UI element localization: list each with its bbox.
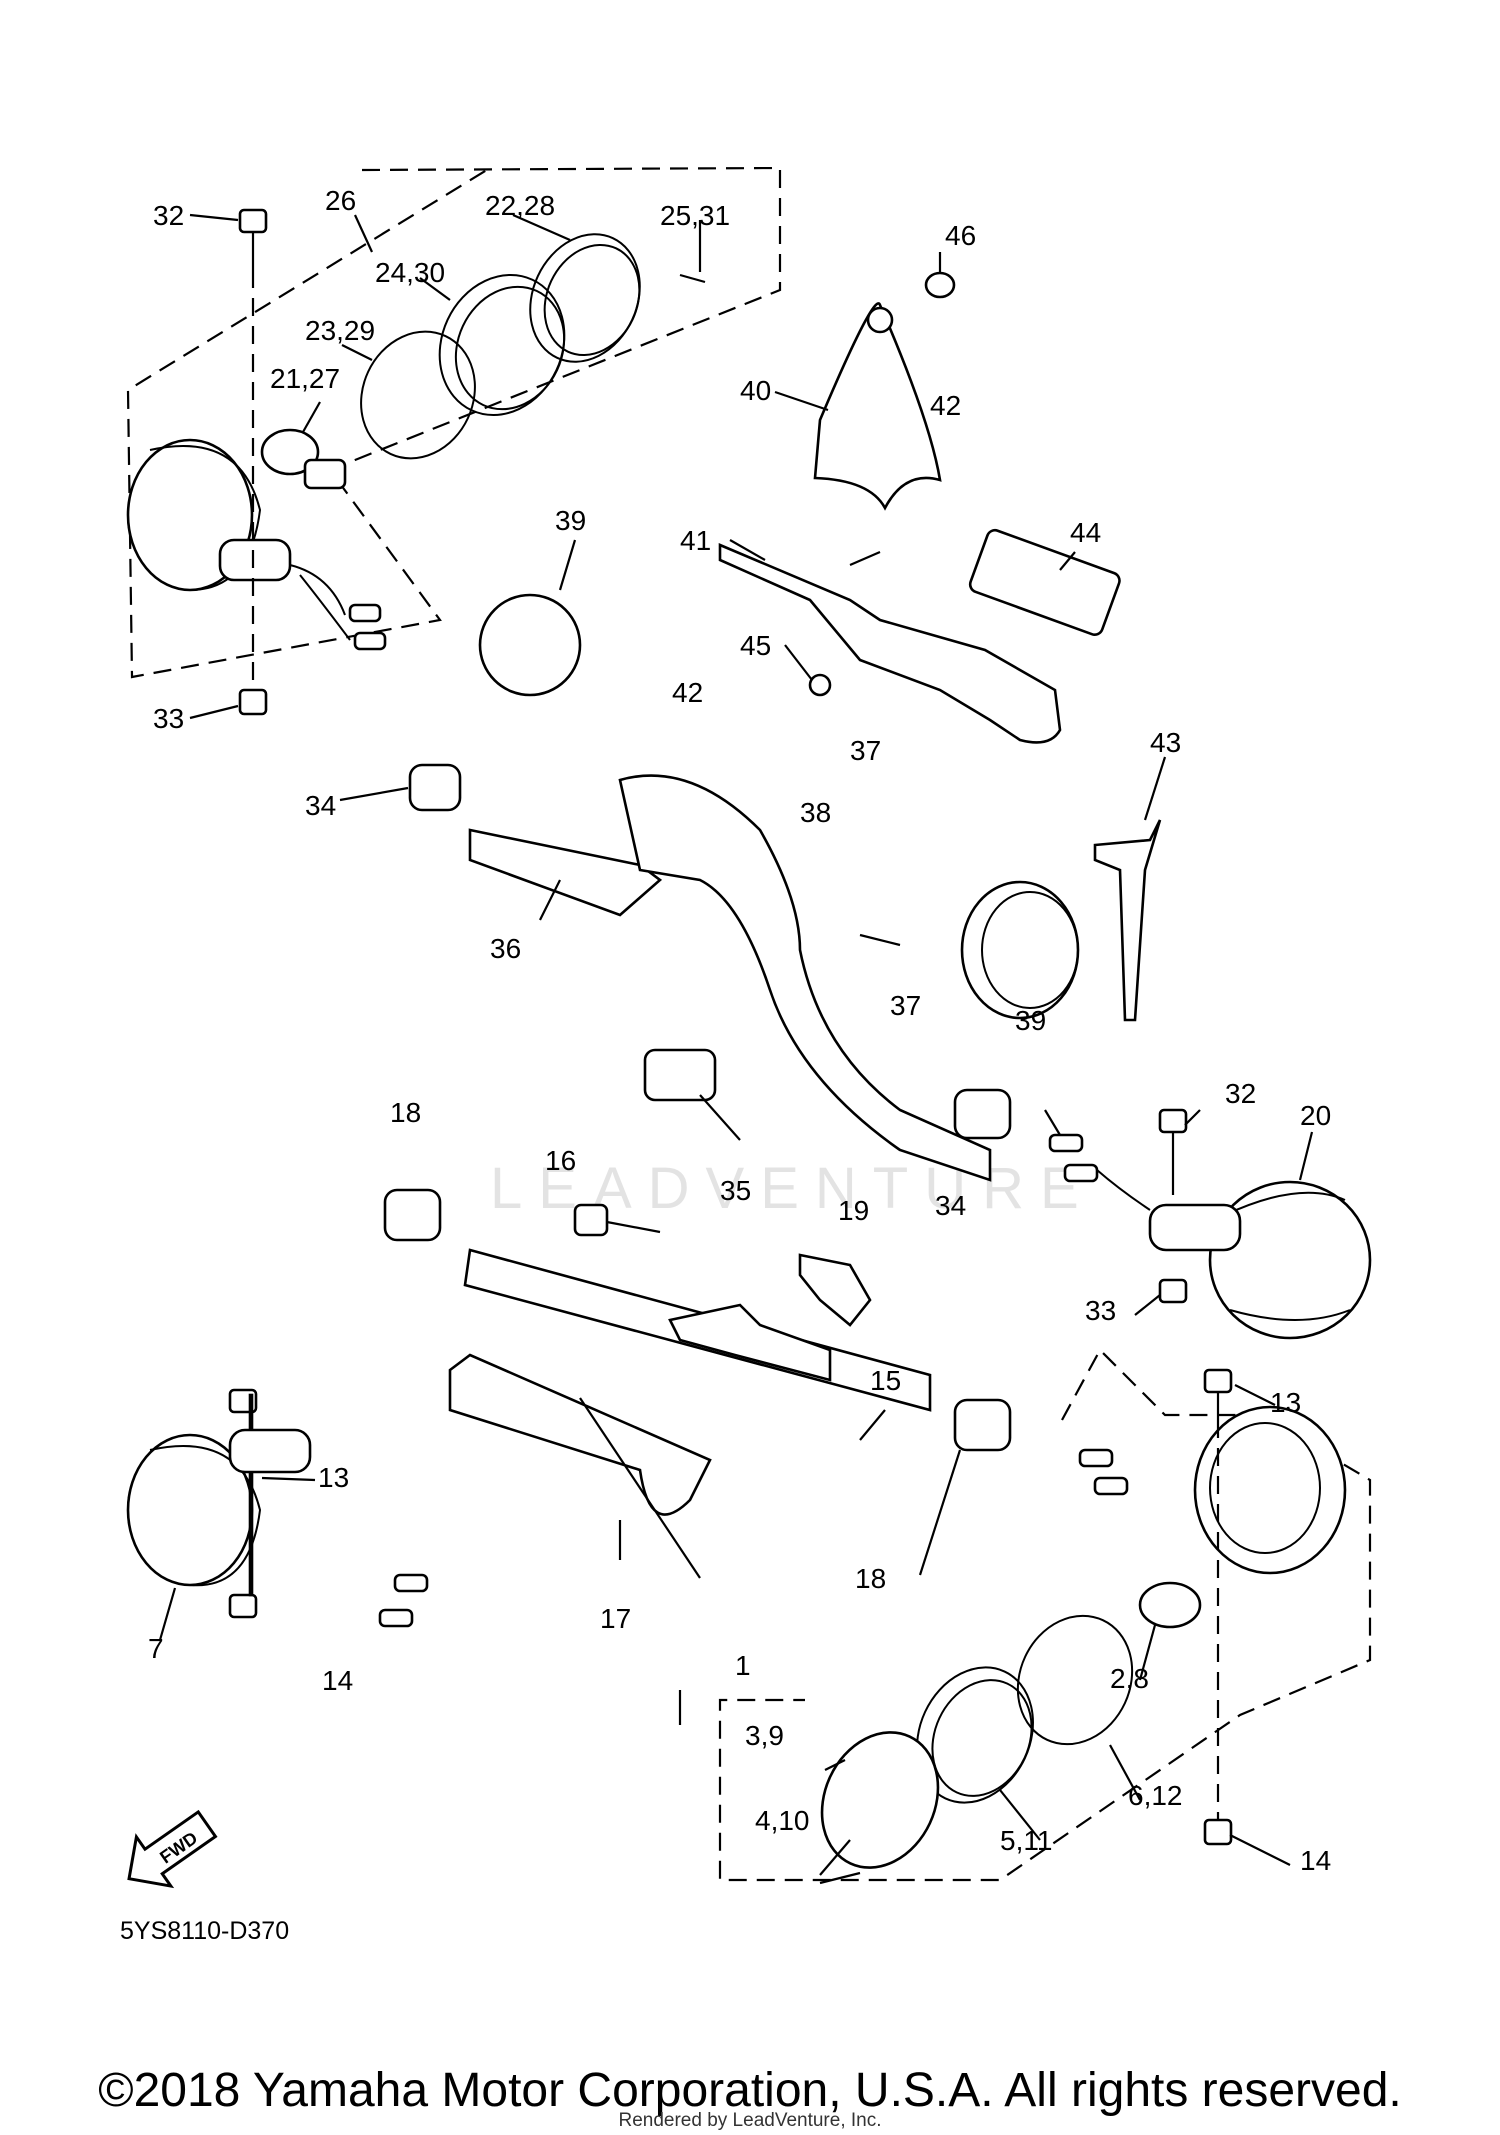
lamp-stem (218, 538, 292, 582)
callout-45: 45 (740, 630, 771, 661)
lamp-housing-right (1193, 1405, 1347, 1575)
cover-17 (448, 1353, 712, 1516)
callout-13: 13 (318, 1462, 349, 1493)
callout-42: 42 (672, 677, 703, 708)
callout-41: 41 (680, 525, 711, 556)
bolt-32-right (1158, 1108, 1188, 1134)
nut-33-right (1158, 1278, 1188, 1304)
callout-23-29: 23,29 (305, 315, 375, 346)
callout-19: 19 (838, 1195, 869, 1226)
rim-4-10 (1016, 1614, 1134, 1746)
callout-18: 18 (390, 1097, 421, 1128)
callout-5-11: 5,11 (1000, 1825, 1052, 1856)
callout-44: 44 (1070, 517, 1101, 548)
callout-37: 37 (890, 990, 921, 1021)
frame-stay (618, 774, 992, 1182)
callout-40: 40 (740, 375, 771, 406)
callout-1: 1 (735, 1650, 751, 1681)
nut-45 (808, 673, 832, 697)
rim-23-29 (360, 330, 476, 460)
callout-37: 37 (850, 735, 881, 766)
callout-34: 34 (305, 790, 336, 821)
callout-38: 38 (800, 797, 831, 828)
callout-24-30: 24,30 (375, 257, 445, 288)
callout-33: 33 (153, 703, 184, 734)
callout-32: 32 (1225, 1078, 1256, 1109)
callout-13: 13 (1270, 1387, 1301, 1418)
callout-39: 39 (1015, 1005, 1046, 1036)
callout-34: 34 (935, 1190, 966, 1221)
callout-21-27: 21,27 (270, 363, 340, 394)
nut-33-top (238, 688, 268, 716)
bracket-41 (718, 543, 1062, 744)
bulb-2-8 (1138, 1581, 1202, 1629)
fwd-arrow-icon: FWD (127, 1809, 218, 1889)
rendered-by-text: Rendered by LeadVenture, Inc. (618, 2110, 882, 2131)
lens-3-9 (820, 1731, 940, 1869)
mudflap-40 (813, 302, 942, 511)
nut-14-left (228, 1593, 258, 1619)
stay-36 (468, 828, 663, 917)
bolt-13-right (1203, 1368, 1233, 1394)
callout-3-9: 3,9 (745, 1720, 784, 1751)
callout-46: 46 (945, 220, 976, 251)
callout-14: 14 (1300, 1845, 1331, 1876)
leader-lines (158, 213, 1314, 1876)
reflector-39-right (960, 880, 1080, 1020)
callout-43: 43 (1150, 727, 1181, 758)
callout-25-31: 25,31 (660, 200, 730, 231)
callout-7: 7 (148, 1633, 164, 1664)
bolt-32-top (238, 208, 268, 234)
clamp-19 (798, 1253, 872, 1327)
callout-39: 39 (555, 505, 586, 536)
grommet-46 (924, 271, 956, 299)
callout-32: 32 (153, 200, 184, 231)
clamp-35 (643, 1048, 717, 1102)
callout-26: 26 (325, 185, 356, 216)
callout-35: 35 (720, 1175, 751, 1206)
callout-17: 17 (600, 1603, 631, 1634)
grommet-34-left (408, 763, 462, 812)
grommet-18-bottom (953, 1398, 1012, 1452)
callout-42: 42 (930, 390, 961, 421)
bulb-21-27 (260, 428, 320, 476)
grommet-18-top (383, 1188, 442, 1242)
lower-right-frame (718, 1348, 1372, 1882)
callout-6-12: 6,12 (1128, 1780, 1183, 1811)
upper-left-frame (126, 166, 782, 679)
nut-14-right (1203, 1818, 1233, 1846)
callout-18: 18 (855, 1563, 886, 1594)
bolt-16 (573, 1203, 609, 1237)
plate-44 (968, 528, 1121, 636)
callout-16: 16 (545, 1145, 576, 1176)
callout-14: 14 (322, 1665, 353, 1696)
callout-22-28: 22,28 (485, 190, 555, 221)
lamp-20 (1208, 1180, 1372, 1340)
diagram-code: 5YS8110-D370 (120, 1917, 290, 1945)
callout-4-10: 4,10 (755, 1805, 810, 1836)
callout-36: 36 (490, 933, 521, 964)
callout-33: 33 (1085, 1295, 1116, 1326)
bracket-15 (668, 1303, 832, 1382)
callout-20: 20 (1300, 1100, 1331, 1131)
grommet-34-right (953, 1088, 1012, 1140)
callout-2-8: 2,8 (1110, 1663, 1149, 1694)
copyright-text: ©2018 Yamaha Motor Corporation, U.S.A. A… (98, 2064, 1402, 2117)
reflector-39-top (478, 593, 582, 697)
cable-tie-43 (1093, 819, 1162, 1022)
callout-15: 15 (870, 1365, 901, 1396)
